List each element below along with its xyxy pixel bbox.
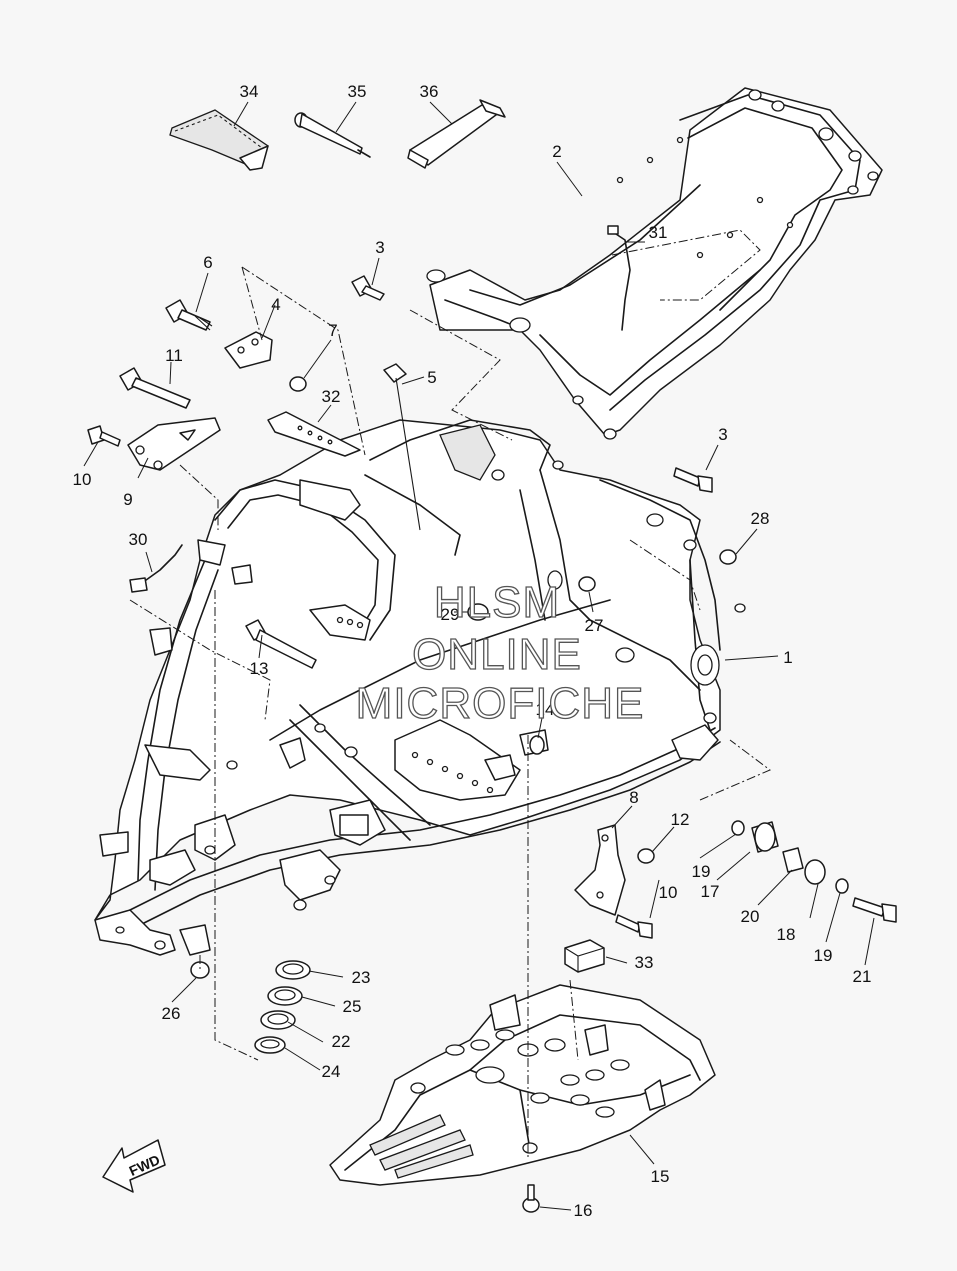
part-32-guard xyxy=(267,411,361,457)
part-33-block xyxy=(564,939,605,973)
callout-36: 36 xyxy=(420,82,439,101)
callout-35: 35 xyxy=(348,82,367,101)
part-3-bolt-upper xyxy=(351,275,385,301)
part-11-bolt xyxy=(119,367,191,409)
skid-plate-holes xyxy=(410,1029,630,1154)
callout-17: 17 xyxy=(701,882,720,901)
callout-30: 30 xyxy=(129,530,148,549)
callout-34: 34 xyxy=(240,82,259,101)
part-36-strap xyxy=(407,99,506,169)
part-8-bracket xyxy=(574,824,626,916)
callout-15: 15 xyxy=(651,1167,670,1186)
callout-1: 1 xyxy=(783,648,792,667)
callout-22: 22 xyxy=(332,1032,351,1051)
callout-26: 26 xyxy=(162,1004,181,1023)
part-28-nut xyxy=(719,549,737,565)
part-3-bolt-lower xyxy=(673,467,713,493)
callout-5: 5 xyxy=(427,368,436,387)
callout-27: 27 xyxy=(585,616,604,635)
callout-33: 33 xyxy=(635,953,654,972)
callout-10-upper: 10 xyxy=(73,470,92,489)
part-27-grommet xyxy=(578,576,596,592)
pivot-hardware xyxy=(731,820,897,923)
leader-lines xyxy=(83,101,875,1211)
part-16-screw xyxy=(522,1184,540,1213)
callout-11: 11 xyxy=(165,346,183,365)
callout-8: 8 xyxy=(629,788,638,807)
callout-32: 32 xyxy=(322,387,341,406)
part-26-grommet xyxy=(190,961,210,979)
skid-plate xyxy=(329,984,716,1186)
callout-7: 7 xyxy=(328,321,337,340)
watermark-line-2: ONLINE xyxy=(412,630,582,679)
part-34-pad xyxy=(169,109,269,171)
callout-6: 6 xyxy=(203,253,212,272)
callout-3-upper: 3 xyxy=(375,238,384,257)
fwd-arrow-icon: FWD xyxy=(102,1139,166,1193)
reference-lines xyxy=(129,229,771,1160)
callout-4: 4 xyxy=(271,295,280,314)
part-35-pin xyxy=(294,112,371,158)
callout-19-lower: 19 xyxy=(814,946,833,965)
part-7-nut xyxy=(289,376,307,392)
callout-3-lower: 3 xyxy=(718,425,727,444)
callout-labels: 1 2 3 3 4 5 6 7 8 9 10 10 11 12 13 14 15… xyxy=(73,82,872,1220)
callout-20: 20 xyxy=(741,907,760,926)
callout-10-lower: 10 xyxy=(659,883,678,902)
watermark-line-3: MICROFICHE xyxy=(356,679,645,728)
part-13-bolt xyxy=(245,619,317,669)
part-10-bolt-lower xyxy=(615,914,653,939)
callout-2: 2 xyxy=(552,142,561,161)
callout-23: 23 xyxy=(352,968,371,987)
callout-21: 21 xyxy=(853,967,872,986)
part-10-bolt-upper xyxy=(87,425,121,447)
callout-25: 25 xyxy=(343,997,362,1016)
part-6-bolt xyxy=(165,299,213,331)
callout-16: 16 xyxy=(574,1201,593,1220)
part-12-nut xyxy=(637,848,655,864)
watermark: HLSM ONLINE MICROFICHE xyxy=(355,577,645,728)
part-14-nut xyxy=(529,735,545,755)
callout-29: 29 xyxy=(441,605,460,624)
callout-19-upper: 19 xyxy=(692,862,711,881)
part-9-bracket xyxy=(127,417,221,471)
part-4-bracket xyxy=(224,331,273,369)
callout-24: 24 xyxy=(322,1062,341,1081)
callout-12: 12 xyxy=(671,810,690,829)
callout-14: 14 xyxy=(536,700,555,719)
rear-subframe xyxy=(426,87,883,440)
callout-9: 9 xyxy=(123,490,132,509)
callout-13: 13 xyxy=(250,659,269,678)
part-5-bolt xyxy=(383,363,421,531)
watermark-line-1: HLSM xyxy=(434,578,560,627)
callout-18: 18 xyxy=(777,925,796,944)
part-30-clip xyxy=(129,544,183,593)
main-frame xyxy=(94,419,746,956)
callout-28: 28 xyxy=(751,509,770,528)
callout-31: 31 xyxy=(649,223,668,242)
seal-stack xyxy=(254,960,311,1054)
